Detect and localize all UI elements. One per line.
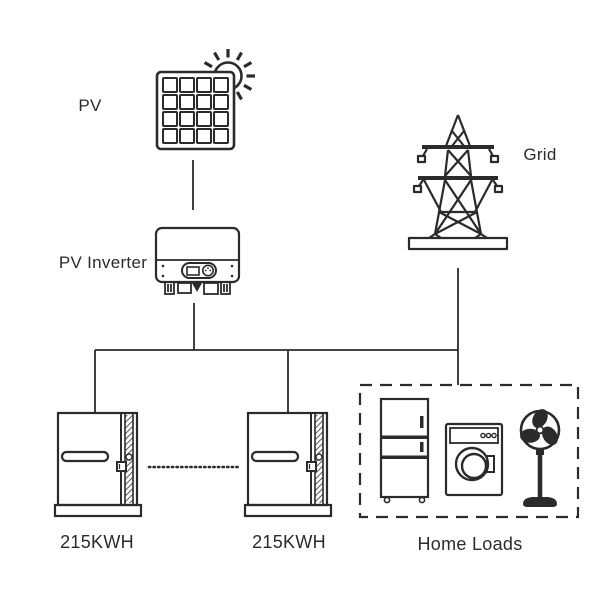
fridge-icon xyxy=(379,397,430,504)
transmission-tower-icon xyxy=(407,114,509,251)
pv-label: PV xyxy=(78,96,102,115)
washing-machine-icon xyxy=(444,422,504,497)
connection-lines xyxy=(94,160,459,413)
grid-label: Grid xyxy=(523,145,557,164)
home-loads-label: Home Loads xyxy=(417,534,523,554)
battery1-label: 215KWH xyxy=(60,532,134,552)
home-loads-box xyxy=(358,383,580,519)
pv-inverter-label: PV Inverter xyxy=(58,253,148,272)
battery-cabinet-icon-1 xyxy=(53,411,143,518)
battery-cabinet-icon-2 xyxy=(243,411,333,518)
stand-fan-icon xyxy=(519,409,561,507)
solar-panel-icon xyxy=(155,70,236,151)
battery2-label: 215KWH xyxy=(252,532,326,552)
pv-inverter-icon xyxy=(154,226,241,295)
